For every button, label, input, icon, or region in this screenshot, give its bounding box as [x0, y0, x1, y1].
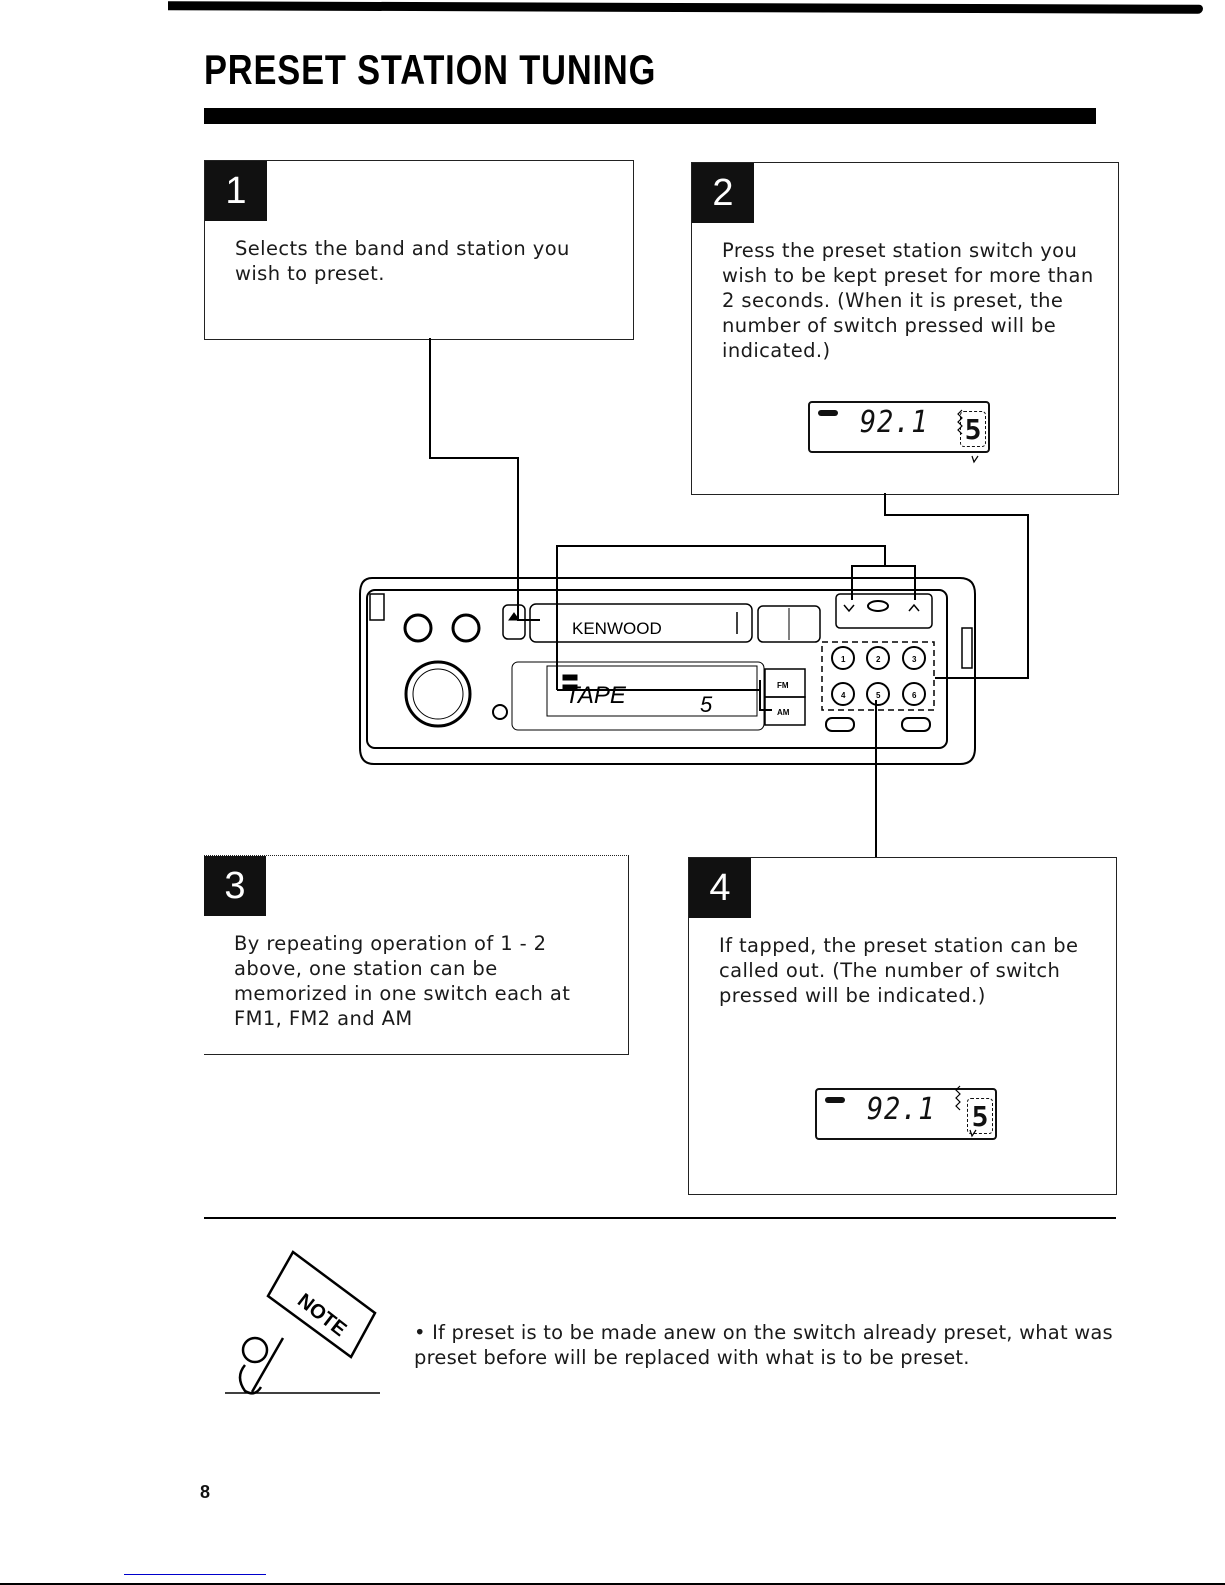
lcd-preset-number: 5	[960, 411, 986, 447]
step-3-box: 3 By repeating operation of 1 - 2 above,…	[204, 855, 629, 1055]
fm-label: FM	[777, 681, 789, 690]
band-indicator-icon	[825, 1097, 845, 1103]
rew-ff-buttons	[757, 605, 821, 643]
section-divider	[204, 1217, 1116, 1219]
note-mascot-icon	[225, 1250, 380, 1395]
preset-button-6	[902, 682, 926, 706]
radio-display-text: TAPE	[565, 682, 627, 709]
preset-button-3	[902, 646, 926, 670]
tune-button	[867, 600, 889, 612]
step-4-text: If tapped, the preset station can be cal…	[719, 934, 1079, 1007]
band-indicator-icon	[818, 410, 838, 416]
volume-knob	[404, 660, 472, 728]
brand-label: KENWOOD	[572, 619, 662, 638]
svg-text:3: 3	[912, 655, 917, 664]
bullet-icon: •	[414, 1321, 433, 1344]
radio-display-preset: 5	[700, 692, 713, 717]
tuning-panel	[835, 593, 933, 629]
radio-labels: KENWOOD TAPE 5 FM AM 1 2 3 4 5 6	[565, 619, 917, 717]
am-label: AM	[777, 708, 790, 717]
cassette-door	[529, 603, 753, 643]
note-bullet-text: If preset is to be made anew on the swit…	[414, 1321, 1113, 1369]
radio-unit	[359, 577, 976, 765]
treble-knob	[451, 613, 481, 643]
step-4-box: 4 If tapped, the preset station can be c…	[688, 857, 1117, 1195]
step-2-box: 2 Press the preset station switch you wi…	[691, 162, 1119, 495]
step-3-text: By repeating operation of 1 - 2 above, o…	[234, 932, 571, 1030]
step-3-number: 3	[204, 856, 266, 916]
preset-button-1	[831, 646, 855, 670]
lcd-frequency: 92.1	[866, 1092, 936, 1127]
svg-text:4: 4	[841, 691, 846, 700]
step-2-text: Press the preset station switch you wish…	[722, 239, 1094, 362]
svg-text:1: 1	[841, 655, 846, 664]
bass-knob	[403, 613, 433, 643]
note-sign-label: NOTE	[293, 1290, 350, 1342]
svg-text:2: 2	[876, 655, 881, 664]
bottom-edge	[0, 1583, 1225, 1585]
small-button	[492, 704, 508, 720]
radio-display-panel	[511, 661, 765, 731]
step-1-number: 1	[205, 161, 267, 221]
lcd-frequency: 92.1	[859, 405, 929, 440]
auto-button	[825, 717, 855, 732]
connector-step-2	[884, 493, 1029, 679]
step-1-text: Selects the band and station you wish to…	[235, 237, 570, 285]
blue-underline	[124, 1574, 266, 1575]
step-2-lcd-display: 92.1 5	[808, 401, 990, 453]
preset-grid	[821, 641, 935, 711]
connector-tuning	[851, 565, 916, 600]
preset-button-4	[831, 682, 855, 706]
down-arrow-icon	[843, 604, 855, 613]
up-arrow-icon	[908, 603, 920, 612]
am-button	[764, 696, 806, 726]
note-bullet: • If preset is to be made anew on the sw…	[414, 1320, 1114, 1370]
step-1-box: 1 Selects the band and station you wish …	[204, 160, 634, 340]
preset-button-5	[866, 682, 890, 706]
connector-display	[556, 545, 886, 690]
title-underline-bar	[204, 108, 1096, 124]
step-4-number: 4	[689, 858, 751, 918]
eject-button	[502, 604, 526, 640]
step-4-lcd-display: 92.1 5	[815, 1088, 997, 1140]
page-number: 8	[200, 1482, 211, 1502]
page-title: PRESET STATION TUNING	[204, 46, 657, 93]
lcd-preset-number: 5	[967, 1098, 993, 1134]
preset-button-2	[866, 646, 890, 670]
svg-text:6: 6	[912, 691, 917, 700]
svg-text:5: 5	[876, 691, 881, 700]
step-2-number: 2	[692, 163, 754, 223]
los-button	[901, 717, 931, 732]
